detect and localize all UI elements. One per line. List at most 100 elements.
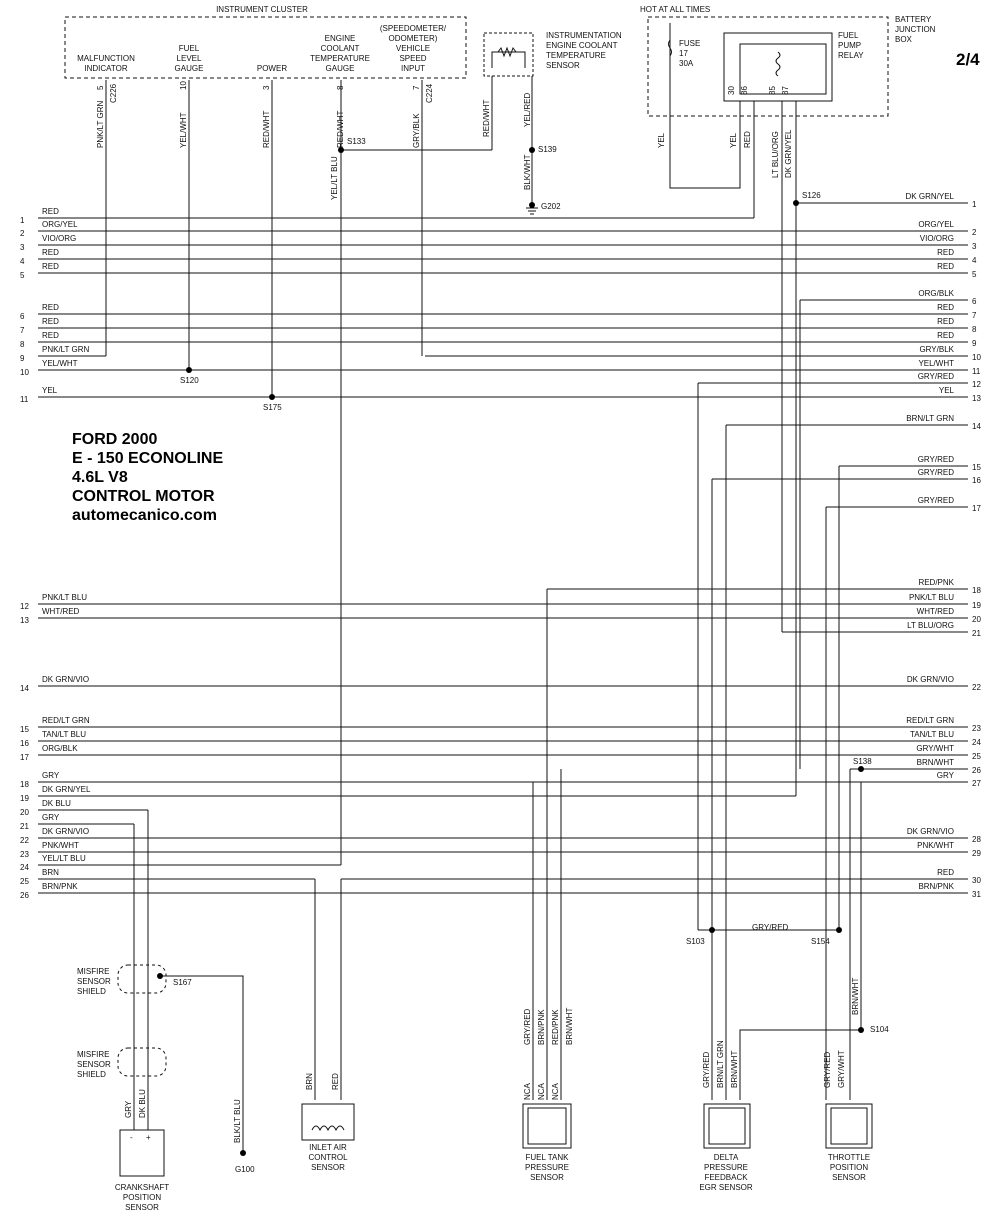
relay-label: FUEL — [838, 31, 859, 40]
ect-sensor-label: SENSOR — [546, 61, 580, 70]
row-number: 13 — [20, 616, 29, 625]
wire-color-label: YEL — [657, 132, 666, 148]
row-number: 5 — [972, 270, 977, 279]
splice-dot — [858, 1027, 864, 1033]
row-number: 5 — [20, 271, 25, 280]
wire-color-label: BRN/WHT — [917, 758, 954, 767]
wire-color-label: RED — [937, 248, 954, 257]
wire-color-label: YEL/LT BLU — [330, 156, 339, 200]
dpfe-sensor-box — [703, 1103, 751, 1149]
wire-color-label: BRN/LT GRN — [906, 414, 954, 423]
fuse-label: FUSE — [679, 39, 700, 48]
coil-symbol — [311, 1125, 345, 1132]
row-number: 28 — [972, 835, 981, 844]
dpfe-label: EGR SENSOR — [699, 1183, 753, 1192]
wire-color-label: BRN — [42, 868, 59, 877]
wire-color-label: DK GRN/YEL — [42, 785, 91, 794]
ckp-label: SENSOR — [125, 1203, 159, 1212]
title-line: FORD 2000 — [72, 431, 158, 448]
wire-color-label: TAN/LT BLU — [42, 730, 86, 739]
row-number: 10 — [972, 353, 981, 362]
row-number: 23 — [972, 724, 981, 733]
splice-dot — [709, 927, 715, 933]
resistor-symbol — [497, 46, 517, 58]
wire-color-label: GRY/BLK — [412, 113, 421, 148]
wire-color-label: RED — [937, 868, 954, 877]
row-number: 4 — [972, 256, 977, 265]
wire-color-label: RED — [331, 1073, 340, 1090]
splice-dot — [186, 367, 192, 373]
row-number: 11 — [20, 395, 29, 404]
relay-label: PUMP — [838, 41, 861, 50]
wire-color-label: PNK/LT BLU — [42, 593, 87, 602]
wire-color-label: BRN/LT GRN — [716, 1040, 725, 1088]
row-number: 22 — [972, 683, 981, 692]
ect-sensor-box — [483, 32, 534, 77]
pin-number: 10 — [179, 81, 188, 90]
wire-color-label: GRY/RED — [523, 1008, 532, 1045]
wire-color-label: BRN/WHT — [565, 1008, 574, 1045]
sensor-inner — [527, 1107, 567, 1145]
wire-color-label: YEL/WHT — [42, 359, 78, 368]
row-number: 7 — [20, 326, 25, 335]
wire-color-label: YEL — [939, 386, 955, 395]
pin-number: 8 — [336, 85, 345, 90]
splice-label: S126 — [802, 191, 821, 200]
page-number: 2/4 — [956, 50, 980, 69]
splice-label: S133 — [347, 137, 366, 146]
wire-color-label: PNK/WHT — [42, 841, 79, 850]
row-number: 30 — [972, 876, 981, 885]
wire-color-label: GRY — [42, 813, 60, 822]
wire-color-label: BRN/PNK — [918, 882, 954, 891]
row-number: 25 — [20, 877, 29, 886]
wire-color-label: RED — [42, 317, 59, 326]
wire-color-label: RED/PNK — [918, 578, 954, 587]
splice-label: S139 — [538, 145, 557, 154]
misfire-label: MISFIRE — [77, 967, 109, 976]
relay-pin: 85 — [768, 86, 777, 95]
row-number: 27 — [972, 779, 981, 788]
pin-label: + — [146, 1133, 151, 1142]
relay-label: RELAY — [838, 51, 864, 60]
gauge-label: ENGINE — [325, 34, 356, 43]
row-number: 15 — [20, 725, 29, 734]
row-number: 19 — [20, 794, 29, 803]
row-number: 29 — [972, 849, 981, 858]
wire-color-label: YEL/LT BLU — [42, 854, 86, 863]
row-number: 14 — [972, 422, 981, 431]
ground-symbol — [526, 207, 538, 215]
row-number: 9 — [972, 339, 977, 348]
splice-dot — [240, 1150, 246, 1156]
title-line: 4.6L V8 — [72, 469, 128, 486]
row-number: 2 — [972, 228, 977, 237]
splice-label: G202 — [541, 202, 561, 211]
pin-label: NCA — [537, 1082, 546, 1100]
misfire-label: SENSOR — [77, 977, 111, 986]
wire-color-label: ORG/BLK — [42, 744, 78, 753]
ckp-label: CRANKSHAFT — [115, 1183, 169, 1192]
title-line: E - 150 ECONOLINE — [72, 450, 224, 467]
wire-color-label: GRY/RED — [918, 468, 955, 477]
ckp-label: POSITION — [123, 1193, 161, 1202]
wire-color-label: DK GRN/YEL — [784, 129, 793, 178]
gauge-label: VEHICLE — [396, 44, 430, 53]
relay-coil — [775, 51, 781, 77]
wire-color-label: YEL — [729, 132, 738, 148]
row-number: 6 — [972, 297, 977, 306]
wire-color-label: GRY/RED — [918, 496, 955, 505]
misfire-label: SHIELD — [77, 1070, 106, 1079]
ftp-sensor-box — [522, 1103, 572, 1149]
row-number: 18 — [972, 586, 981, 595]
wire-color-label: DK GRN/VIO — [907, 827, 954, 836]
gauge-label: LEVEL — [177, 54, 202, 63]
splice-label: S138 — [853, 757, 872, 766]
gauge-label: INDICATOR — [84, 64, 127, 73]
wire-color-label: BRN/PNK — [42, 882, 78, 891]
instrument-cluster-label: INSTRUMENT CLUSTER — [216, 5, 308, 14]
wire-color-label: BLK/LT BLU — [233, 1099, 242, 1143]
wire-color-label: DK GRN/VIO — [42, 827, 89, 836]
tps-label: POSITION — [830, 1163, 868, 1172]
wire-color-label: RED — [937, 262, 954, 271]
gauge-label: POWER — [257, 64, 287, 73]
row-number: 21 — [972, 629, 981, 638]
